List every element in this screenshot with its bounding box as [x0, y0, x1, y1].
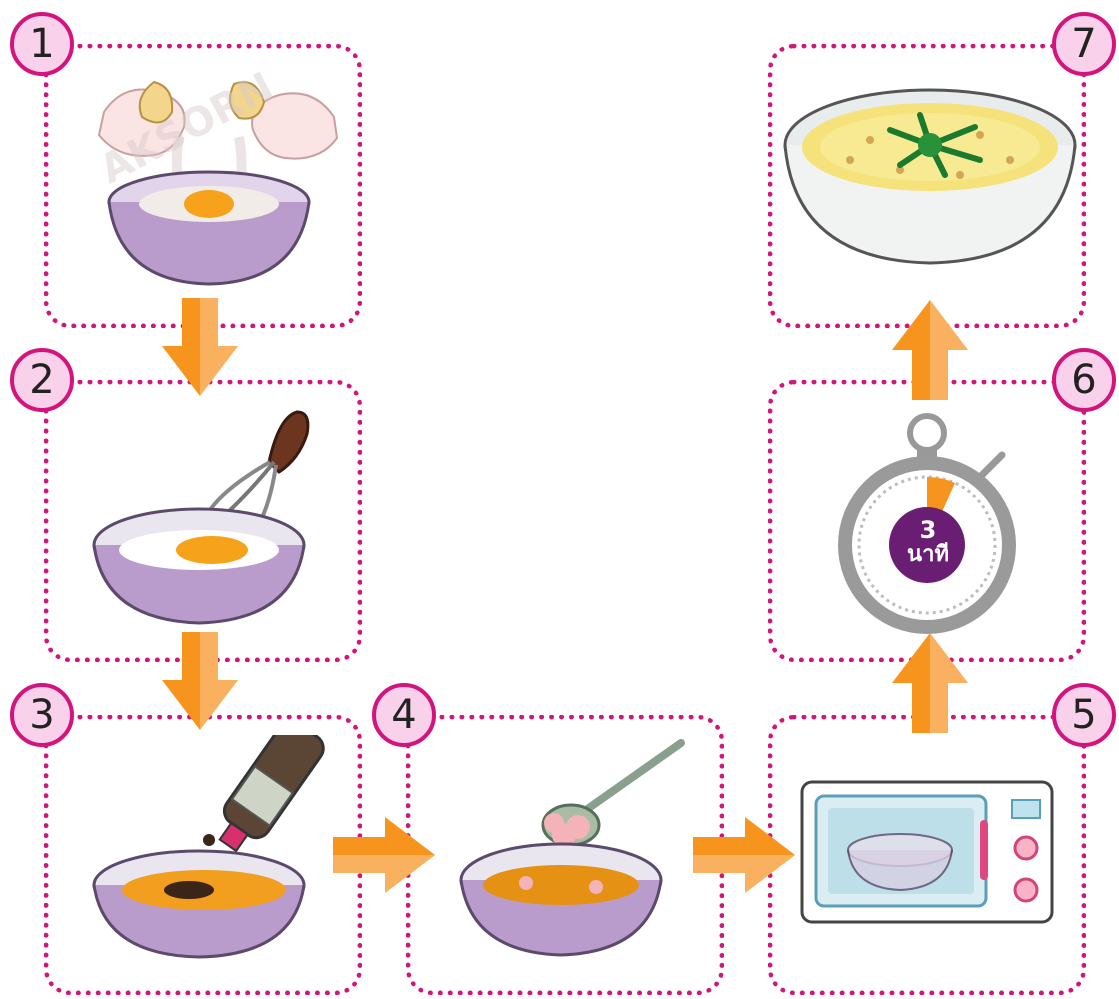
adding-sauce-icon [92, 735, 325, 959]
cracking-eggs-icon: AKSORN [93, 64, 339, 286]
timer-unit: นาที [907, 542, 949, 567]
stopwatch-icon [838, 413, 1016, 634]
arrow-step5-to-step6 [892, 633, 968, 733]
step-3-badge: 3 [10, 683, 74, 747]
arrow-step1-to-step2 [162, 298, 238, 396]
step-1-badge: 1 [10, 12, 74, 76]
step-2-badge: 2 [10, 348, 74, 412]
adding-minced-pork-icon [459, 739, 685, 957]
timer-value: 3 [919, 516, 937, 544]
step-5-badge: 5 [1052, 683, 1116, 747]
arrow-step4-to-step5 [693, 817, 795, 893]
steamed-egg-bowl-icon [783, 88, 1077, 265]
step-6-badge: 6 [1052, 348, 1116, 412]
step-4-badge: 4 [372, 683, 436, 747]
arrow-step3-to-step4 [333, 817, 435, 893]
whisking-eggs-icon [92, 410, 310, 625]
arrow-step2-to-step3 [162, 632, 238, 730]
arrow-step6-to-step7 [892, 300, 968, 400]
microwave-icon [800, 780, 1054, 924]
step-7-badge: 7 [1052, 12, 1116, 76]
